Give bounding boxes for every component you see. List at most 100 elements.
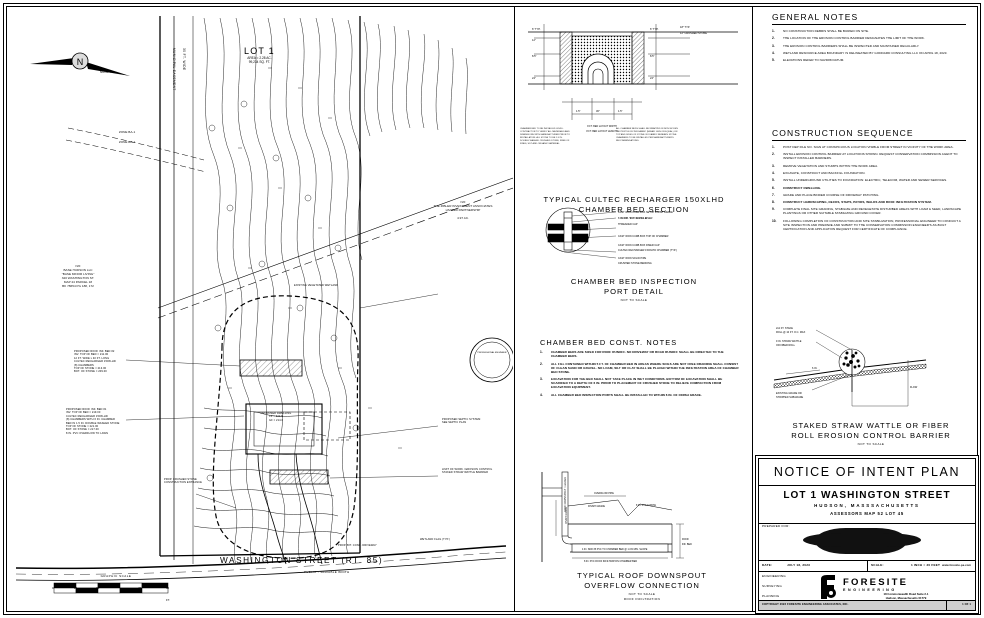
chamber-note-item: 3. EXCAVATION FOR THE BED SHALL NOT TAKE… [540,377,740,389]
svg-text:OVERFLOW PIPE: OVERFLOW PIPE [594,492,614,495]
svg-text:8 FT. BED LAYOUT WIDTH: 8 FT. BED LAYOUT WIDTH [587,125,617,128]
sequence-text: GRADE AND PLACE BINDER COURSE OF DRIVEWA… [783,192,880,197]
graphic-scale-tick-60: 60 [166,586,170,590]
graphic-scale-tick-10: 10 [74,586,78,590]
north-arrow: N MAG N. [26,34,134,86]
sequence-item: 5. INSTALL UNDERGROUND UTILITIES TO FOUN… [772,178,966,182]
firm-address-line2: Hudson, Massachusetts 01779 [885,595,927,600]
graphic-scale: GRAPHIC SCALE 0 10 20 40 60 [50,574,182,602]
title-block-prepared-for-row: PREPARED FOR: [759,523,975,561]
scale-label: SCALE: [871,563,884,567]
abutter-2-line2: LIMITED PARTNERSHIP [445,208,481,212]
sequence-text: REMOVE VEGETATION AND STUMPS WITHIN THE … [783,163,879,168]
chamber-note-text: EXCAVATION FOR THE BED SHALL NOT TAKE PL… [551,377,723,390]
firm-subtitle: ENGINEERING [843,588,897,592]
sequence-number: 7. [772,192,775,197]
firm-address-line1: 18 Commonwealth Road Suite 2-1 [883,592,929,596]
abutter-block-1: N/F BASE HUDSON LLC "BASE MINOR LIVING" … [22,264,134,288]
abutter-block-2: N/F THE ZIBLER INVESTMENT ASSOCIATES LIM… [400,200,513,220]
sequence-number: 5. [772,178,775,183]
prepared-for-redaction-2 [803,533,921,547]
svg-text:OR FIBER ROLL: OR FIBER ROLL [776,344,796,347]
detail-5-title-line2: ROLL EROSION CONTROL BARRIER [791,431,951,440]
general-notes-panel: GENERAL NOTES 1. NO CONSTRUCTION DEBRIS … [772,12,966,62]
foresite-logo-icon [815,573,839,606]
callout-roof-bed-2: PROPOSED ROOF INF. BED #2 INV. TOP OF BE… [74,350,116,374]
general-note-text: THE EROSION CONTROL BARRIERS SHALL BE IN… [783,43,920,48]
column-divider-2 [752,6,753,612]
sequence-number: 4. [772,170,775,175]
svg-text:CAST IRON CURB BOX SET AT FINI: CAST IRON CURB BOX SET AT FINISH GRADE [618,211,673,214]
sequence-number: 2. [772,152,775,157]
engineer-seal-text: PROFESSIONAL ENGINEER [477,352,507,354]
straw-wattle-drawing: 2x2 FT. STAKE ROLL @ 10 FT. O.C. MAX 9 I… [773,327,927,407]
svg-text:18" TYP.: 18" TYP. [680,25,690,29]
svg-text:EXISTING GRADE OR: EXISTING GRADE OR [776,392,802,395]
detail-4-nts-line2: ROOF INFILTRATION [623,597,661,601]
general-note-number: 3. [772,43,775,48]
assessors-ref: ASSESSORS MAP 52 LOT 45 [830,511,904,516]
detail-2-nts: NOT TO SCALE [620,298,648,302]
detail-2-title-line2: PORT DETAIL [604,287,664,296]
abutter-1-line3: 320 WASHINGTON ST. [61,276,95,280]
sequence-text: COMPLETE FINAL SITE GRADING, STABILIZE A… [783,207,962,216]
sequence-number: 3. [772,163,775,168]
service-planning: PLANNING [762,594,780,598]
svg-text:6" TYP.: 6" TYP. [650,27,659,31]
chamber-note-number: 1. [540,350,543,355]
sequence-text: FOLLOWING COMPLETION OF CONSTRUCTION AND… [783,218,961,231]
title-block[interactable]: NOTICE OF INTENT PLAN LOT 1 WASHINGTON S… [755,455,979,614]
construction-sequence-title: CONSTRUCTION SEQUENCE [772,128,914,138]
svg-text:THREADED CAP: THREADED CAP [618,223,638,226]
svg-text:ROOF: ROOF [682,538,689,541]
easement-label: MUNICIPAL EASEMENT [172,48,176,91]
municipality: HUDSON, MASSSACHUSETTS [814,503,920,508]
sequence-number: 9. [772,207,775,212]
sheet-number: 1 OF 1 [962,603,971,606]
sequence-item: 7. GRADE AND PLACE BINDER COURSE OF DRIV… [772,193,966,197]
title-block-inner-border: NOTICE OF INTENT PLAN LOT 1 WASHINGTON S… [758,458,976,611]
street-sublabel: PUBLIC - VARIABLE WIDTH [304,570,350,574]
lot-area: AREA = 2.28 AC. [247,56,272,60]
svg-text:8 IN. PVC ROOF INFILTRATION CH: 8 IN. PVC ROOF INFILTRATION CHAMBER BED [584,560,637,563]
graphic-scale-title: GRAPHIC SCALE [100,574,132,578]
detail-1-title-line1: TYPICAL CULTEC RECHARGER 150XLHD [543,195,725,204]
svg-text:8.5": 8.5" [532,54,537,58]
detail-cultec-chamber-bed: 6" TYP. 12" 8.5" 24" 6" TYP. 18" TYP. 12… [520,14,748,220]
general-note-text: WETLAND RESOURCE AREA BOUNDARY IS DELINE… [783,50,948,55]
cultec-note-left: CHAMBER BED TO BE INSTALLED LEVEL.CONTRA… [520,128,570,145]
general-note-text: NO CONSTRUCTION DEBRIS SHALL BE BURIED O… [783,29,870,33]
site-plan-drawing[interactable]: N MAG N. LOT 1 AREA = 2.28 AC. 99,234 SQ… [8,8,513,610]
plan-title: NOTICE OF INTENT PLAN [773,465,961,479]
abutter-1-line5: BK 78654 PG 188, 172 [62,284,94,288]
general-note-item: 5. ELEVATIONS REFER TO NAVD88 DATUM. [772,58,966,62]
lot-area-sqft: 99,234 SQ. FT. [248,60,271,64]
chamber-note-text: ALL FILL CONTAINED WITHIN 5 FT. OF CHAMB… [551,361,739,374]
scale-value: 1 INCH = 20 FEET [911,563,941,567]
column-divider-1 [514,6,515,612]
abutter-2-nf: N/F [460,200,466,204]
chamber-note-item: 4. ALL CHAMBER BED INSPECTION PORTS SHAL… [540,393,740,397]
sequence-text: EXCAVATE, CONSTRUCT AND BACKFILL FOUNDAT… [783,170,866,175]
detail-5-nts: NOT TO SCALE [857,442,885,446]
general-notes-rule [772,24,966,25]
graphic-scale-tick-20: 20 [96,586,100,590]
svg-text:CAST IRON SOLID PIPE: CAST IRON SOLID PIPE [618,257,646,260]
svg-text:4 IN. SDR 35 PVC TO CHAMBER BE: 4 IN. SDR 35 PVC TO CHAMBER BED @ 1.0% M… [582,548,648,551]
firm-name: FORESITE [843,577,909,588]
svg-text:ROOF DOWNSPOUT / LEADER: ROOF DOWNSPOUT / LEADER [564,477,567,512]
project-name: LOT 1 WASHINGTON STREET [783,490,951,501]
firm-website[interactable]: www.foresite-pe.com [942,564,971,567]
detail-4-nts-line1: NOT TO SCALE [628,592,656,596]
chamber-note-number: 4. [540,392,543,397]
svg-text:FINISH GRADE: FINISH GRADE [565,507,568,524]
zone-label-2: ZONE BA-1 [118,140,136,144]
construction-sequence-rule [772,140,966,141]
callout-construction-entrance: PROP. CRUSHED STONE CONSTRUCTION ENTRANC… [164,478,202,485]
detail-1-nts: NOT TO SCALE [620,216,648,220]
graphic-scale-tick-0: 0 [52,586,54,590]
zone-label-1: ZONE BA-1 [118,130,136,134]
sequence-number: 10. [772,218,777,223]
date-label: DATE: [762,563,773,567]
